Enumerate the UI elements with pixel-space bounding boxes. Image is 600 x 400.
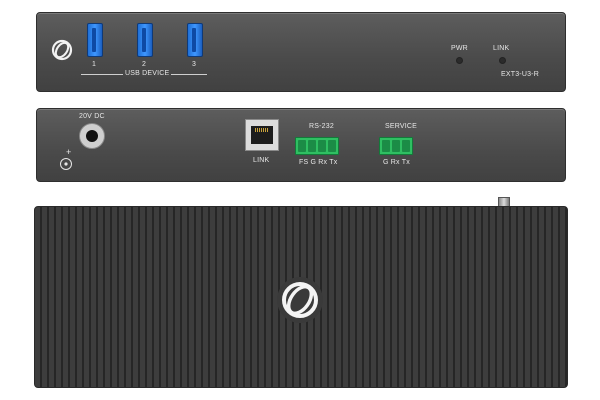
link-led (499, 57, 506, 64)
rs232-terminal-block[interactable] (295, 137, 339, 155)
usb-port-1-label: 1 (92, 61, 97, 68)
dc-power-jack[interactable] (79, 123, 105, 149)
usb-port-3-label: 3 (192, 61, 197, 68)
model-label: EXT3-U3-R (501, 71, 539, 78)
usb-group-label: USB DEVICE (123, 70, 172, 77)
usb-port-3[interactable] (187, 23, 203, 57)
link-rj45-port[interactable] (245, 119, 279, 151)
power-label: 20V DC (79, 113, 105, 120)
service-terminal-block[interactable] (379, 137, 413, 155)
usb-port-2-label: 2 (142, 61, 147, 68)
front-panel: 1 2 3 USB DEVICE PWR LINK EXT3-U3-R (36, 12, 566, 92)
dc-polarity-icon (60, 158, 72, 170)
rear-panel: 20V DC + LINK RS-232 FS G Rx Tx SERVICE … (36, 108, 566, 182)
service-title: SERVICE (385, 123, 418, 130)
brand-logo-icon (51, 39, 73, 61)
power-polarity-symbol: + (66, 147, 72, 157)
rs232-pins-label: FS G Rx Tx (299, 159, 338, 166)
usb-port-2[interactable] (137, 23, 153, 57)
link-indicator-label: LINK (493, 45, 510, 52)
link-port-label: LINK (253, 157, 270, 164)
device-body-top (34, 206, 568, 388)
rs232-title: RS-232 (309, 123, 334, 130)
service-pins-label: G Rx Tx (383, 159, 410, 166)
brand-logo-large-icon (277, 277, 323, 323)
pwr-label: PWR (451, 45, 468, 52)
usb-port-1[interactable] (87, 23, 103, 57)
pwr-led (456, 57, 463, 64)
